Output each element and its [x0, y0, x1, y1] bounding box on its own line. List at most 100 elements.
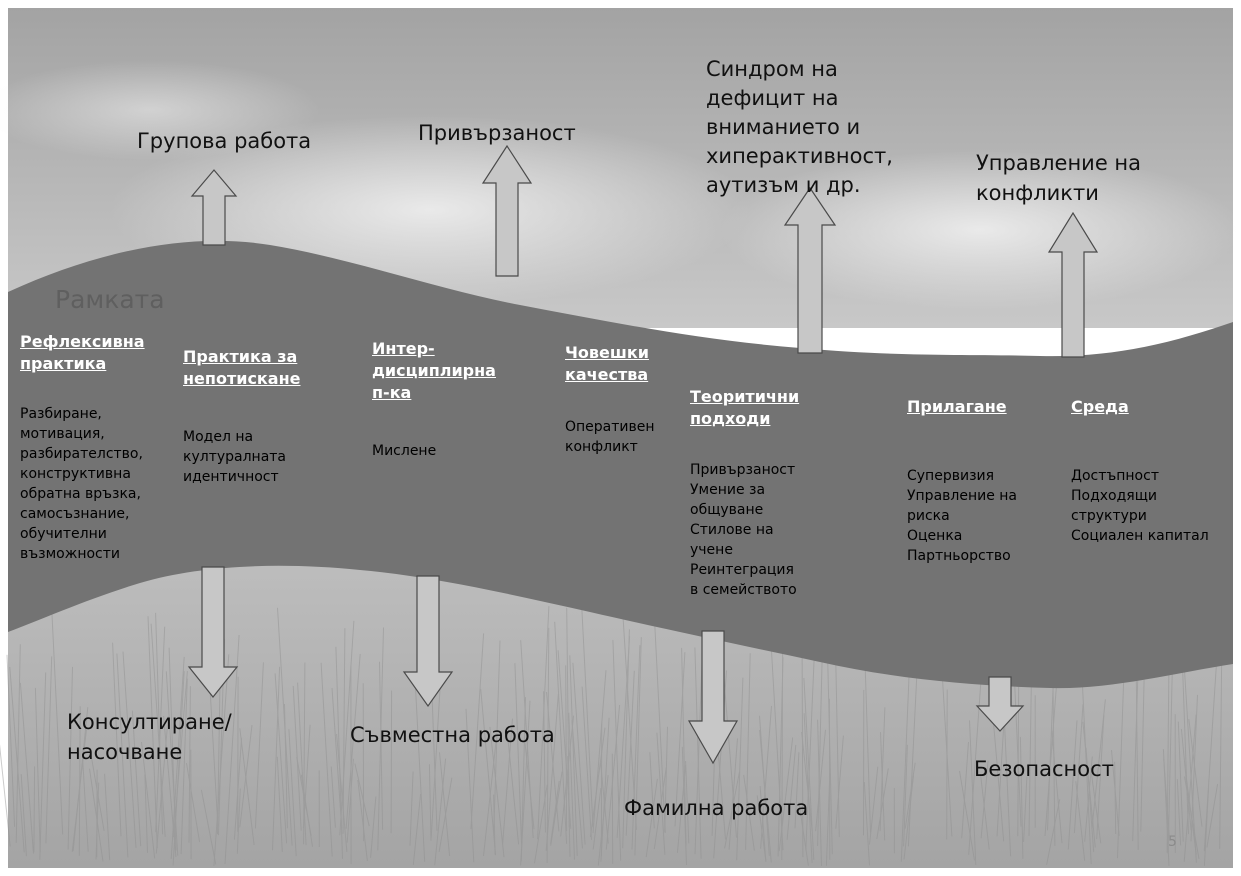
grass-blade: [345, 654, 361, 829]
grass-blade: [786, 744, 797, 840]
grass-blade: [354, 763, 370, 827]
grass-blade: [879, 707, 886, 832]
grass-blade: [571, 720, 583, 849]
grass-blade: [815, 729, 826, 832]
grass-blade: [292, 685, 302, 831]
grass-blade: [863, 781, 870, 866]
grass-blade: [605, 704, 621, 850]
grass-blade: [565, 665, 568, 832]
grass-blade: [724, 772, 740, 849]
grass-blade: [903, 744, 908, 847]
cloud: [720, 150, 1240, 310]
grass-blade: [649, 752, 655, 829]
grass-blade: [694, 647, 702, 859]
heading-reflective-practice: Рефлексивна практика: [20, 332, 145, 373]
grass-blade: [736, 677, 744, 861]
grass-blade: [112, 642, 122, 837]
grass-blade: [180, 678, 188, 855]
grass-blade: [946, 689, 948, 840]
grass-blade: [1206, 783, 1219, 848]
grass-blade: [155, 612, 164, 835]
grass-blade: [798, 802, 809, 866]
grass-blade: [1162, 749, 1170, 866]
grass-blade: [545, 693, 559, 851]
grass-blade: [147, 616, 158, 849]
grass-blade: [357, 779, 368, 862]
outcome-group-work: Групова работа: [137, 129, 312, 153]
grass-blade: [239, 725, 253, 828]
grass-blade: [600, 762, 609, 844]
grass-blade: [78, 706, 81, 856]
grass-blade: [805, 655, 815, 851]
grass-blade: [631, 645, 641, 850]
grass-blade: [1183, 714, 1197, 862]
grass-blade: [233, 737, 243, 840]
grass-blade: [1177, 721, 1184, 842]
grass-blade: [339, 620, 355, 836]
grass-blade: [597, 775, 609, 866]
grass-blade: [89, 768, 104, 862]
grass-blade: [1081, 683, 1092, 865]
grass-blade: [968, 675, 982, 855]
grass-blade: [122, 651, 137, 848]
grass-blade: [961, 741, 969, 839]
grass-blade: [876, 768, 889, 840]
grass-blade: [168, 647, 177, 851]
grass-blade: [45, 656, 53, 844]
grass-blade: [1185, 775, 1197, 855]
outcome-conflict-management: Управление на конфликти: [976, 151, 1142, 205]
grass-blade: [1166, 666, 1170, 853]
grass-blade: [346, 758, 354, 843]
grass-blade: [412, 793, 422, 865]
grass-blade: [1163, 758, 1170, 836]
heading-anti-oppressive-practice: Практика за непотискане: [183, 347, 301, 388]
grass-blade: [567, 756, 571, 857]
grass-blade: [414, 678, 426, 862]
grass-blade: [507, 739, 520, 845]
grass-blade: [781, 636, 784, 861]
grass-blade: [794, 752, 800, 829]
grass-blade: [681, 647, 687, 846]
grass-blade: [728, 738, 738, 850]
grass-blade: [480, 688, 497, 856]
page-number: 5: [1168, 834, 1177, 850]
grass-blade: [723, 671, 737, 838]
grass-blade: [438, 777, 453, 853]
grass-blade: [546, 627, 550, 864]
grass-blade: [144, 774, 148, 853]
grass-blade: [550, 780, 560, 845]
grass-blade: [1114, 761, 1117, 835]
grass-blade: [745, 653, 751, 850]
grass-blade: [163, 715, 177, 858]
outcome-adhd-autism: Синдром на дефицит на вниманието и хипер…: [706, 57, 893, 197]
grass-blade: [801, 619, 804, 858]
grass-blade: [537, 606, 550, 840]
grass-blade: [524, 738, 535, 830]
grass-blade: [483, 739, 497, 857]
grass-blade: [428, 764, 432, 841]
grass-blade: [622, 629, 630, 849]
outcome-joint-work: Съвместна работа: [350, 723, 555, 747]
cloud: [0, 60, 320, 160]
grass-blade: [520, 697, 526, 862]
grass-blade: [825, 769, 831, 866]
grass-blade: [904, 762, 916, 829]
grass-blade: [465, 708, 475, 863]
grass-blade: [1019, 736, 1024, 859]
grass-blade: [502, 718, 513, 845]
outcome-safety: Безопасност: [974, 757, 1114, 781]
grass-blade: [377, 627, 384, 851]
arrow-down-icon: [975, 676, 1025, 732]
grass-blade: [520, 640, 534, 839]
grass-blade: [616, 636, 631, 838]
grass-blade: [71, 729, 87, 852]
grass-blade: [560, 715, 575, 837]
grass-blade: [470, 633, 485, 830]
grass-blade: [681, 746, 687, 866]
grass-blade: [685, 760, 690, 844]
grass-blade: [186, 763, 201, 843]
grass-blade: [296, 756, 312, 836]
grass-blade: [1096, 714, 1105, 840]
grass-blade: [81, 750, 89, 852]
